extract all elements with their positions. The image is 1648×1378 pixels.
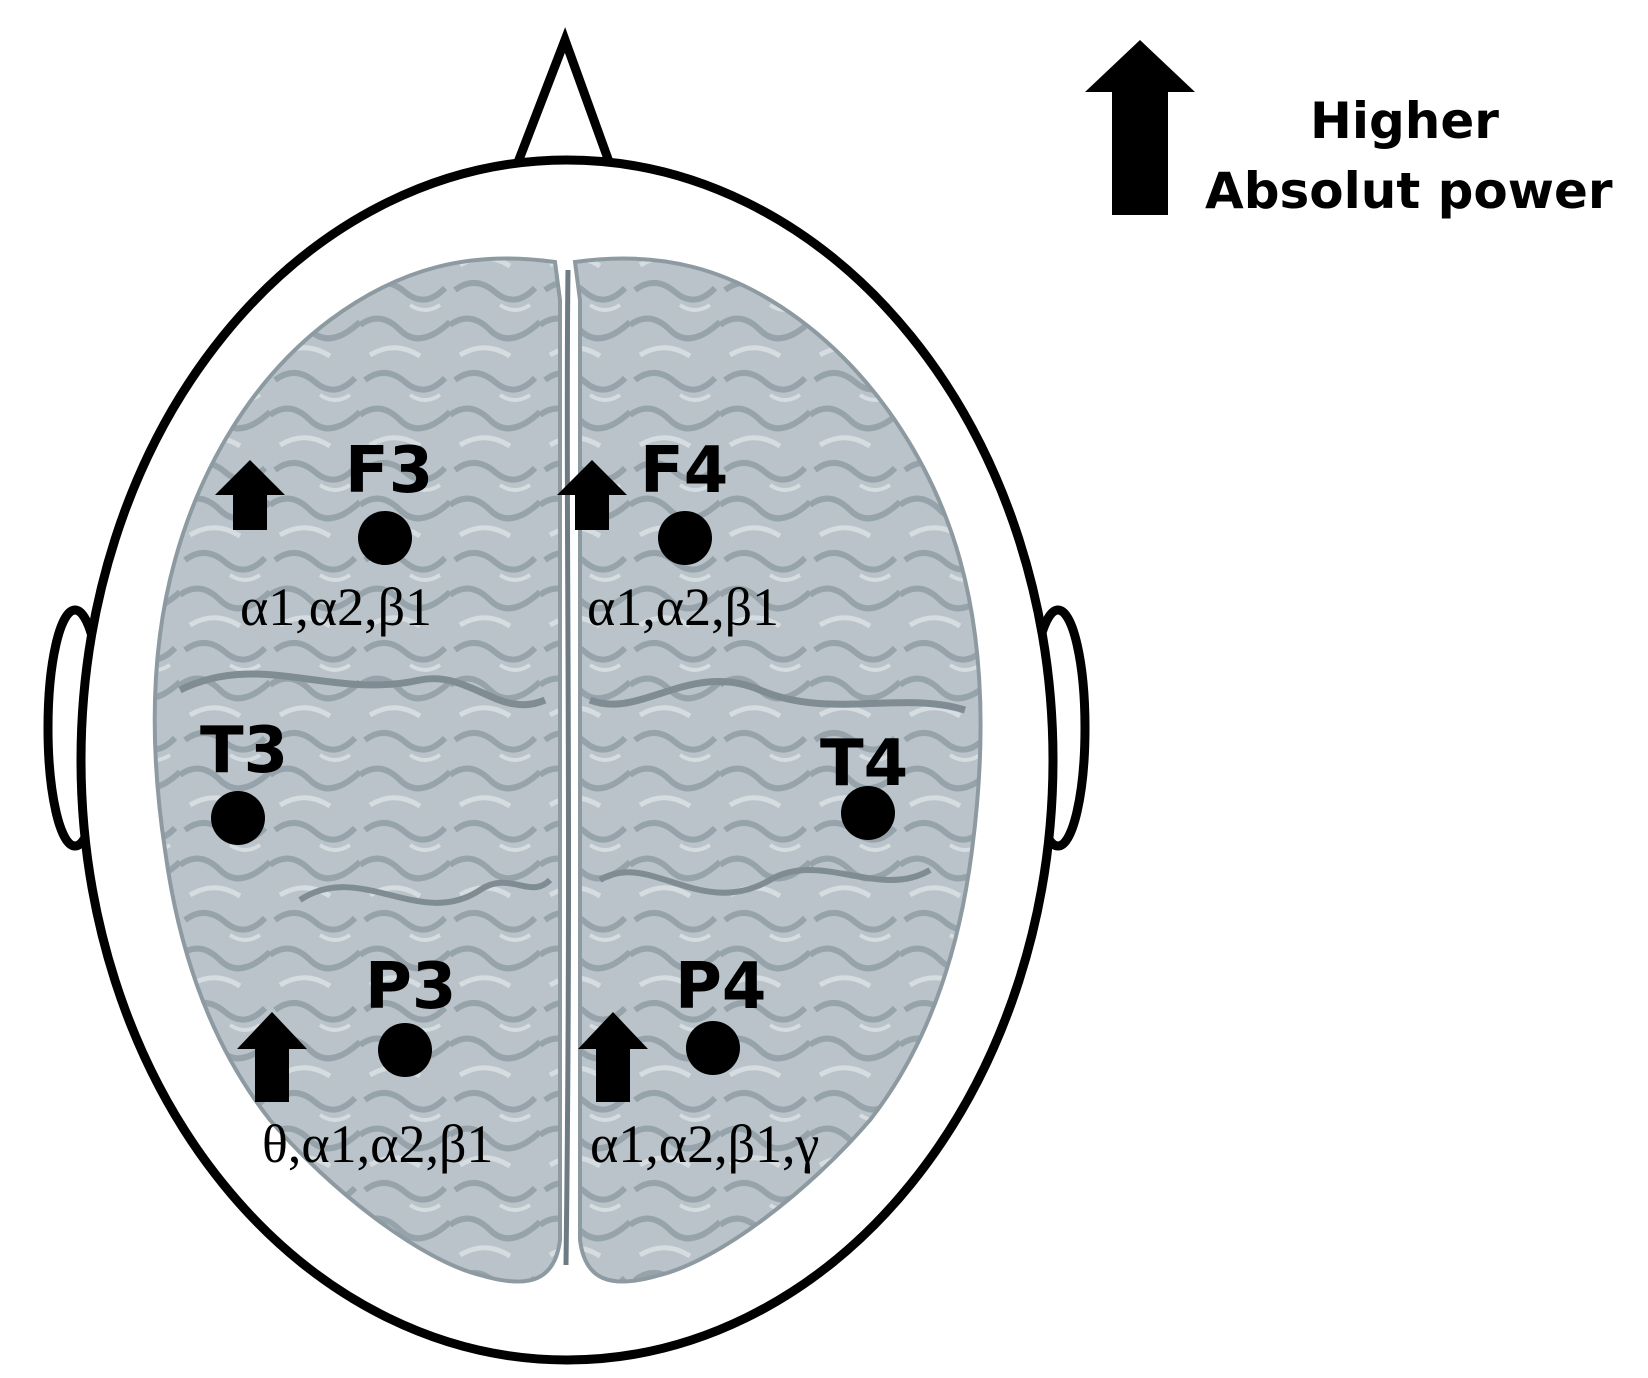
- electrode-T4: T4: [820, 727, 908, 840]
- band-label-F4: α1,α2,β1: [587, 577, 779, 637]
- electrode-dot-T4: [841, 786, 895, 840]
- electrode-dot-T3: [211, 791, 265, 845]
- electrode-dot-P4: [686, 1021, 740, 1075]
- electrode-dot-P3: [378, 1023, 432, 1077]
- electrode-F3: F3 α1,α2,β1: [215, 434, 433, 637]
- band-label-P3: θ,α1,α2,β1: [262, 1114, 493, 1174]
- longitudinal-fissure: [563, 269, 572, 1266]
- electrode-dot-F3: [358, 511, 412, 565]
- electrode-label-P3: P3: [365, 950, 456, 1024]
- legend-line-2: Absolut power: [1205, 162, 1613, 220]
- electrode-T3: T3: [200, 714, 288, 845]
- up-arrow-icon: [215, 460, 285, 530]
- sulcus: [178, 670, 547, 709]
- up-arrow-icon: [557, 460, 627, 530]
- electrode-label-T3: T3: [200, 714, 288, 788]
- electrode-label-F4: F4: [640, 434, 728, 508]
- up-arrow-icon: [1085, 40, 1195, 215]
- sulcus: [298, 877, 553, 906]
- electrode-F4: F4 α1,α2,β1: [557, 434, 779, 637]
- up-arrow-icon: [578, 1012, 648, 1102]
- electrode-dot-F4: [658, 511, 712, 565]
- legend-line-1: Higher: [1310, 92, 1499, 150]
- electrode-P4: P4 α1,α2,β1,γ: [578, 950, 819, 1174]
- sulcus: [588, 677, 967, 714]
- nose-outline: [510, 27, 617, 172]
- electrode-P3: P3 θ,α1,α2,β1: [237, 950, 493, 1174]
- sulcus: [598, 867, 932, 896]
- band-label-F3: α1,α2,β1: [240, 577, 432, 637]
- electrode-label-P4: P4: [675, 950, 766, 1024]
- electrode-label-F3: F3: [345, 434, 433, 508]
- legend: Higher Absolut power: [1085, 40, 1613, 220]
- band-label-P4: α1,α2,β1,γ: [590, 1114, 819, 1174]
- up-arrow-icon: [237, 1012, 307, 1102]
